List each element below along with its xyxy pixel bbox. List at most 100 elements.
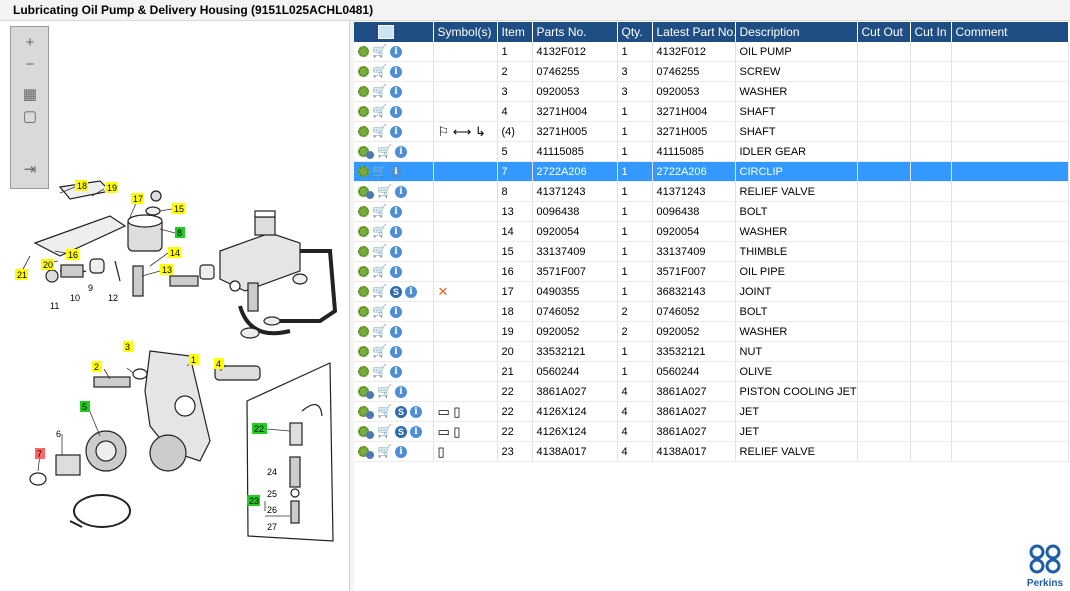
header-item[interactable]: Item <box>497 22 533 42</box>
cart-icon[interactable]: 🛒 <box>372 164 387 179</box>
cart-icon[interactable]: 🛒 <box>377 144 392 158</box>
info-icon[interactable]: i <box>410 405 422 418</box>
panel-splitter[interactable] <box>350 21 354 591</box>
cart-icon[interactable]: 🛒 <box>377 404 392 418</box>
cart-icon[interactable]: 🛒 <box>372 364 387 379</box>
cart-icon[interactable]: 🛒 <box>377 444 392 458</box>
gear-icon[interactable] <box>358 286 369 298</box>
info-icon[interactable]: i <box>390 225 402 238</box>
cart-icon[interactable]: 🛒 <box>372 324 387 339</box>
cart-icon[interactable]: 🛒 <box>372 264 387 279</box>
info-icon[interactable]: i <box>390 245 402 258</box>
zoom-in-icon[interactable]: + <box>25 34 35 51</box>
gear-icon[interactable] <box>358 346 369 358</box>
cart-icon[interactable]: 🛒 <box>377 424 392 438</box>
header-cut-in[interactable]: Cut In <box>910 22 952 42</box>
cart-icon[interactable]: 🛒 <box>377 184 392 198</box>
fit-all-icon[interactable]: ▦ <box>22 86 38 103</box>
info-icon[interactable]: i <box>390 85 402 98</box>
header-symbol-s[interactable]: Symbol(s) <box>433 22 498 42</box>
info-icon[interactable]: i <box>390 125 402 138</box>
gear-icon[interactable] <box>358 106 369 118</box>
header-cut-out[interactable]: Cut Out <box>857 22 911 42</box>
info-icon[interactable]: i <box>390 265 402 278</box>
diagram-panel[interactable]: 18 19 17 15 8 16 14 13 21 20 10 9 12 11 … <box>0 21 350 591</box>
info-icon[interactable]: i <box>390 45 402 58</box>
gear-icon[interactable] <box>358 66 369 78</box>
gear-icon[interactable] <box>358 126 369 138</box>
cart-icon[interactable]: 🛒 <box>372 84 387 99</box>
header-description[interactable]: Description <box>735 22 858 42</box>
gear-icon[interactable] <box>358 326 369 338</box>
search-parts-icon[interactable] <box>378 25 394 40</box>
info-icon[interactable]: i <box>390 205 402 218</box>
gear-icon[interactable] <box>358 366 369 378</box>
cart-icon[interactable]: 🛒 <box>372 204 387 219</box>
header-latest-part-no[interactable]: Latest Part No. <box>652 22 736 42</box>
info-icon[interactable]: i <box>390 305 402 318</box>
info-icon[interactable]: i <box>390 105 402 118</box>
supersession-icon[interactable]: S <box>395 425 407 438</box>
header-qty[interactable]: Qty. <box>617 22 653 42</box>
cart-icon[interactable]: 🛒 <box>377 384 392 398</box>
info-icon[interactable]: i <box>390 365 402 378</box>
cart-icon[interactable]: 🛒 <box>372 224 387 239</box>
info-icon[interactable]: i <box>395 145 407 158</box>
header-actions[interactable] <box>354 22 434 42</box>
cart-icon[interactable]: 🛒 <box>372 44 387 59</box>
header-parts-no[interactable]: Parts No. <box>532 22 618 42</box>
info-icon[interactable]: i <box>410 425 422 438</box>
supersession-icon[interactable]: S <box>390 285 402 298</box>
cart-icon[interactable]: 🛒 <box>372 244 387 259</box>
cart-icon[interactable]: 🛒 <box>372 284 387 299</box>
gear-icon[interactable] <box>358 306 369 318</box>
cart-icon[interactable]: 🛒 <box>372 124 387 139</box>
header-comment[interactable]: Comment <box>951 22 1069 42</box>
cart-icon[interactable]: 🛒 <box>372 344 387 359</box>
gear-icon[interactable] <box>358 266 369 278</box>
cart-icon[interactable]: 🛒 <box>372 304 387 319</box>
info-icon[interactable]: i <box>395 445 407 458</box>
info-icon[interactable]: i <box>395 385 407 398</box>
fit-window-icon[interactable]: ▢ <box>22 108 38 125</box>
info-icon[interactable]: i <box>405 285 417 298</box>
supersession-icon[interactable]: S <box>395 405 407 418</box>
info-icon[interactable]: i <box>390 65 402 78</box>
zoom-out-icon[interactable]: − <box>25 56 35 73</box>
exploded-diagram[interactable]: 18 19 17 15 8 16 14 13 21 20 10 9 12 11 … <box>0 21 349 591</box>
gear-icon[interactable] <box>358 246 369 258</box>
info-icon[interactable]: i <box>395 185 407 198</box>
info-icon[interactable]: i <box>390 325 402 338</box>
cart-icon[interactable]: 🛒 <box>372 104 387 119</box>
gear-icon[interactable] <box>358 206 369 218</box>
cart-icon[interactable]: 🛒 <box>372 64 387 79</box>
gear-icon[interactable] <box>358 226 369 238</box>
gear-icon[interactable] <box>358 166 369 178</box>
info-icon[interactable]: i <box>390 165 402 178</box>
info-icon[interactable]: i <box>390 345 402 358</box>
export-icon[interactable]: ⇥ <box>23 161 37 178</box>
gear-icon[interactable] <box>358 86 369 98</box>
gear-icon[interactable] <box>358 46 369 58</box>
